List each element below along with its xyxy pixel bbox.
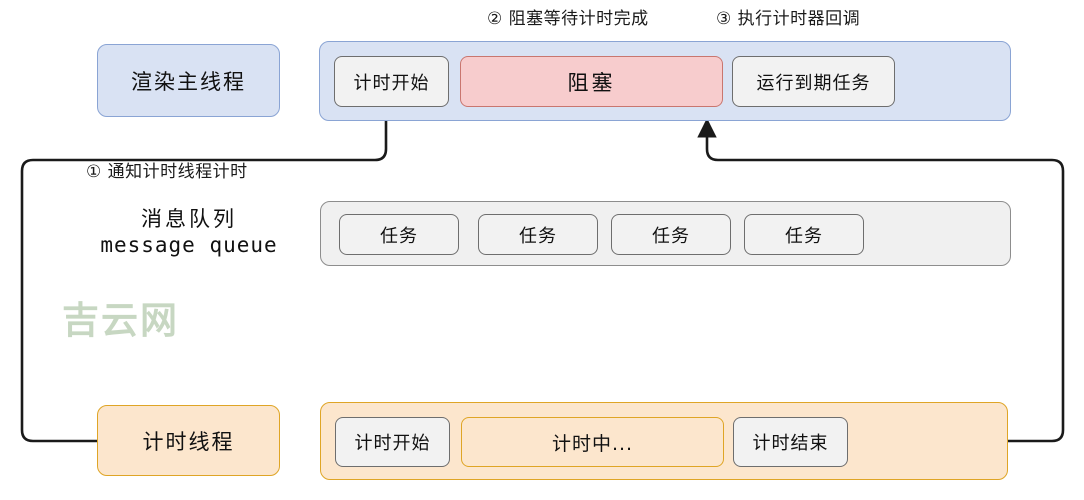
lane-label-render-main-thread: 渲染主线程 — [97, 44, 280, 117]
chip-timing-start[interactable]: 计时开始 — [335, 417, 450, 467]
chip-task-1[interactable]: 任务 — [339, 214, 459, 255]
chip-timing-end[interactable]: 计时结束 — [733, 417, 848, 467]
lane-track-message-queue: 任务 任务 任务 任务 — [320, 201, 1011, 266]
lane-track-render-main-thread: 计时开始 阻塞 运行到期任务 — [319, 41, 1011, 121]
chip-run-expired-task[interactable]: 运行到期任务 — [732, 56, 895, 107]
step-label-1: ① 通知计时线程计时 — [86, 162, 248, 182]
connector-timer-done-callback — [697, 118, 1065, 443]
chip-timer-start[interactable]: 计时开始 — [334, 56, 449, 107]
step-label-3: ③ 执行计时器回调 — [716, 9, 861, 29]
lane-track-timer-thread: 计时开始 计时中... 计时结束 — [320, 402, 1008, 480]
chip-task-3[interactable]: 任务 — [611, 214, 731, 255]
watermark: 吉云网 — [62, 299, 179, 342]
chip-task-2[interactable]: 任务 — [478, 214, 598, 255]
chip-timing-running[interactable]: 计时中... — [461, 417, 724, 467]
message-queue-title-en: message queue — [100, 232, 278, 257]
chip-blocked[interactable]: 阻塞 — [460, 56, 723, 107]
chip-task-4[interactable]: 任务 — [744, 214, 864, 255]
lane-label-timer-thread: 计时线程 — [97, 405, 280, 476]
step-label-2: ② 阻塞等待计时完成 — [487, 9, 649, 29]
lane-label-message-queue: 消息队列 message queue — [77, 207, 301, 258]
message-queue-title-cn: 消息队列 — [141, 207, 237, 231]
